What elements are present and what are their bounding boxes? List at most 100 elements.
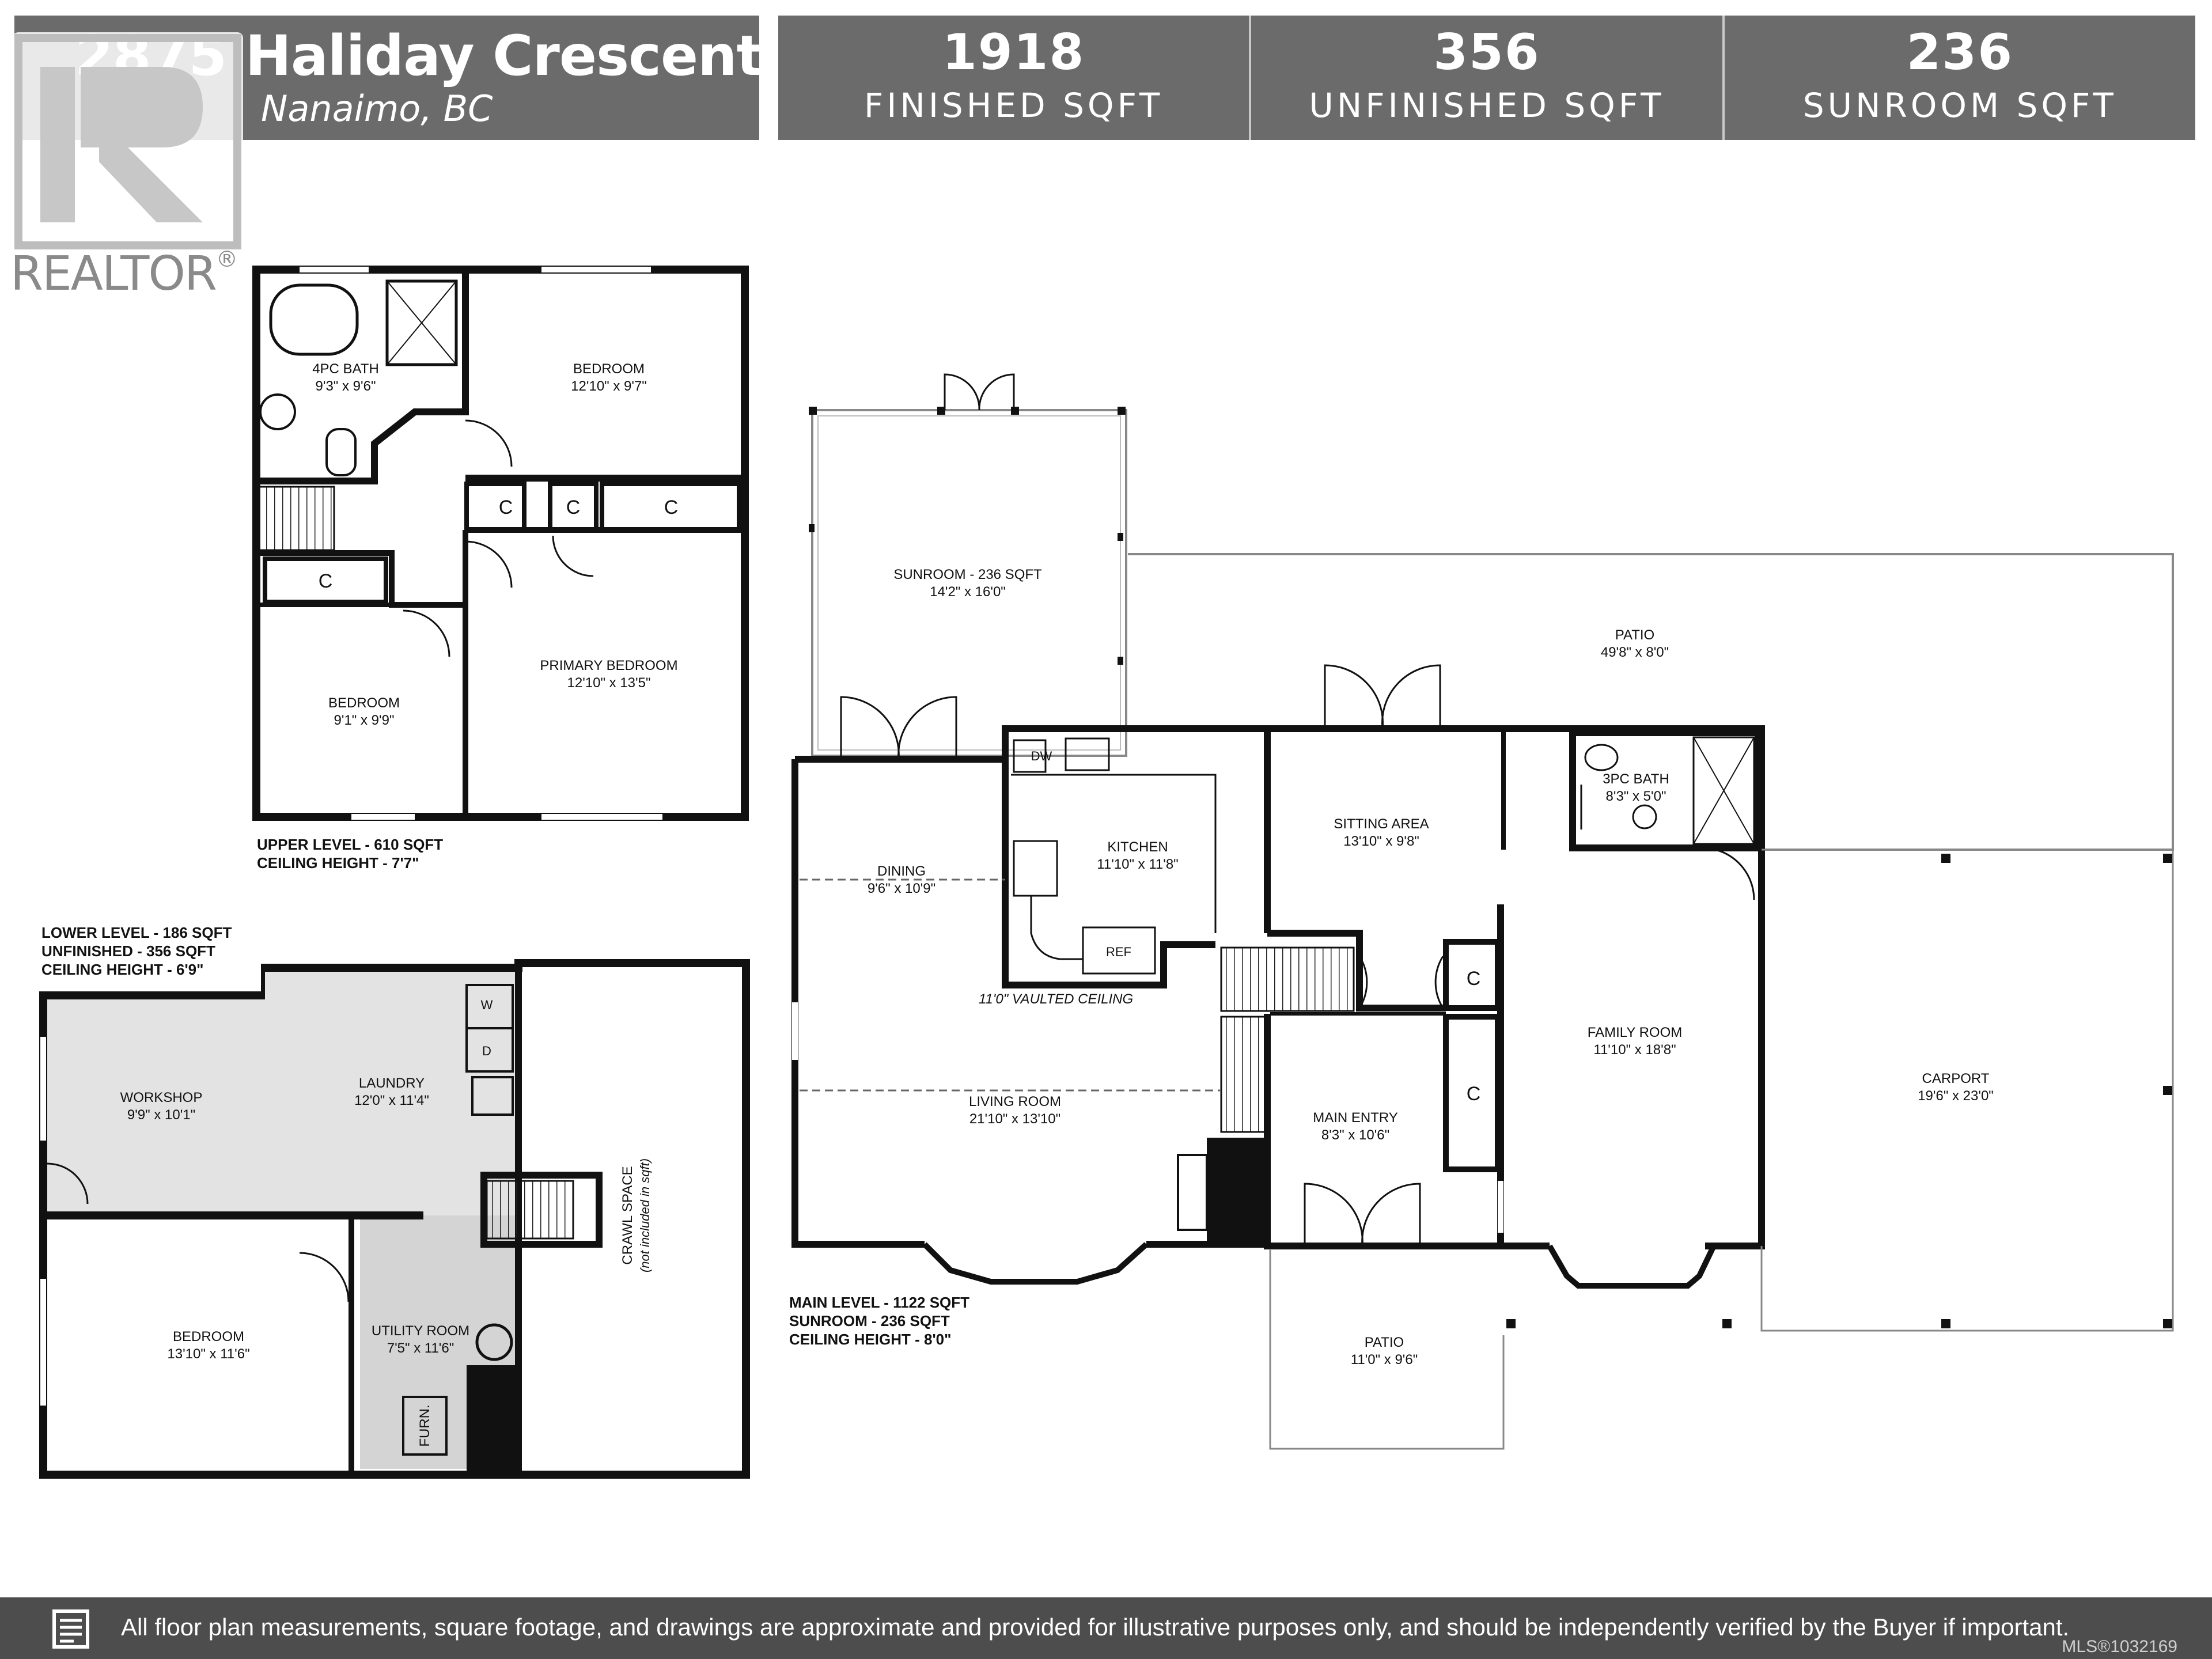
disclaimer-text: All floor plan measurements, square foot… [121,1613,2070,1641]
room-dims: 19'6" x 23'0" [1918,1088,1994,1104]
stat-label: SUNROOM SQFT [1802,86,2117,125]
stat-sunroom-sqft: 236 SUNROOM SQFT [1722,16,2195,140]
lower-level: WORKSHOP 9'9" x 10'1" LAUNDRY 12'0" x 11… [39,924,750,1479]
room-dims: 11'0" x 9'6" [1351,1352,1418,1368]
toilet-icon [1584,744,1619,771]
closet-label: C [1467,968,1481,990]
room-name: CARPORT [1922,1071,1990,1086]
registered-mark: ® [215,247,238,272]
vaulted-ceiling-note: 11'0" VAULTED CEILING [979,991,1133,1007]
level-info: MAIN LEVEL - 1122 SQFT [789,1294,969,1311]
level-info: CEILING HEIGHT - 6'9" [41,961,203,978]
closet [1443,939,1501,1011]
realtor-word: REALTOR [10,247,217,301]
room-dims: 11'10" x 11'8" [1097,857,1178,872]
furnace-label: FURN. [417,1404,433,1446]
room-name: FAMILY ROOM [1588,1025,1682,1040]
stat-finished-sqft: 1918 FINISHED SQFT [778,16,1249,140]
main-stairs [1220,946,1355,1012]
shower-icon [1692,736,1755,845]
city-label: Nanaimo, BC [261,88,493,130]
kitchen-wall [1002,729,1215,988]
room-name: LIVING ROOM [969,1094,1061,1109]
realtor-wordmark: REALTOR® [10,247,238,301]
room-name: BEDROOM [173,1329,244,1344]
closet-label: C [499,497,513,518]
room-name: DINING [877,863,926,879]
room-dims: 9'9" x 10'1" [127,1107,195,1123]
stats-banner: 1918 FINISHED SQFT 356 UNFINISHED SQFT 2… [778,16,2195,140]
sink-icon [259,393,296,430]
laundry-sink-icon [471,1076,514,1116]
stat-label: FINISHED SQFT [863,86,1164,125]
toilet-icon [325,428,357,476]
level-info: SUNROOM - 236 SQFT [789,1312,950,1330]
fireplace [1207,1138,1270,1247]
room-dims: 8'3" x 5'0" [1606,789,1666,804]
realtor-mark-icon [13,32,243,251]
room-dims: 7'5" x 11'6" [387,1340,454,1356]
closet-label: C [319,570,333,592]
closet-label: C [566,497,581,518]
sink-icon [1632,804,1657,830]
room-dims: 14'2" x 16'0" [930,584,1006,600]
room-name: UTILITY ROOM [372,1323,469,1339]
bath-wall [256,369,469,484]
closet-label: C [1467,1083,1481,1105]
closet [464,482,527,532]
stove-icon [1013,840,1058,897]
upper-outer-wall [252,266,749,821]
realtor-logo: REALTOR® [10,23,252,301]
lower-stairs [486,1180,574,1240]
room-dims: 13'10" x 9'8" [1343,834,1419,849]
room-dims: 49'8" x 8'0" [1601,645,1669,660]
room-dims: 12'10" x 13'5" [567,675,651,691]
room-name: KITCHEN [1107,839,1168,855]
patio-outline [1128,553,2174,851]
closet-label: C [664,497,679,518]
level-info: UPPER LEVEL - 610 SQFT [257,836,443,853]
room-dims: 12'0" x 11'4" [354,1093,429,1108]
stat-unfinished-sqft: 356 UNFINISHED SQFT [1249,16,1722,140]
room-name: SUNROOM - 236 SQFT [893,567,1042,582]
stat-label: UNFINISHED SQFT [1309,86,1665,125]
room-name: PRIMARY BEDROOM [540,658,677,673]
room-dims: 13'10" x 11'6" [167,1346,249,1362]
room-dims: 9'6" x 10'9" [868,881,935,896]
disclaimer-footer: All floor plan measurements, square foot… [0,1597,2212,1659]
kitchen-sink-icon [1065,737,1110,771]
bath3-walls [1569,729,1762,851]
fridge-icon [1082,926,1156,975]
stat-value: 356 [1433,24,1540,81]
living-bay-window [922,1242,1149,1285]
room-name: PATIO [1615,627,1654,643]
dishwasher-icon [1013,739,1047,773]
upper-level: 4PC BATH 9'3" x 9'6" BEDROOM 12'10" x 9'… [252,266,749,872]
crawl-note: (not included in sqft) [638,1158,652,1272]
stat-value: 1918 [942,24,1085,81]
upper-stairs [258,486,335,551]
room-dims: 9'1" x 9'9" [334,713,395,728]
main-level: SUNROOM - 236 SQFT 14'2" x 16'0" PATIO 4… [789,373,2174,1450]
furnace-icon [402,1396,448,1456]
chimney [467,1365,518,1472]
crawl-label: CRAWL SPACE [620,1166,635,1264]
room-dims: 8'3" x 10'6" [1321,1127,1389,1143]
water-heater-icon [475,1323,513,1361]
bathtub-icon [269,283,359,356]
level-info: CEILING HEIGHT - 8'0" [789,1331,951,1348]
room-name: 4PC BATH [312,361,379,377]
room-name: BEDROOM [328,695,400,711]
room-name: SITTING AREA [1334,816,1429,832]
level-info: CEILING HEIGHT - 7'7" [257,854,419,872]
level-info: LOWER LEVEL - 186 SQFT [41,924,232,941]
bedroom-north-wall [256,550,465,608]
family-bay-window [1547,1244,1717,1289]
room-name: WORKSHOP [120,1090,203,1105]
room-name: PATIO [1365,1335,1404,1350]
document-icon [51,1609,91,1649]
room-name: LAUNDRY [359,1075,425,1091]
bottom-patio-outline [1269,1249,1505,1450]
level-info: UNFINISHED - 356 SQFT [41,942,215,960]
